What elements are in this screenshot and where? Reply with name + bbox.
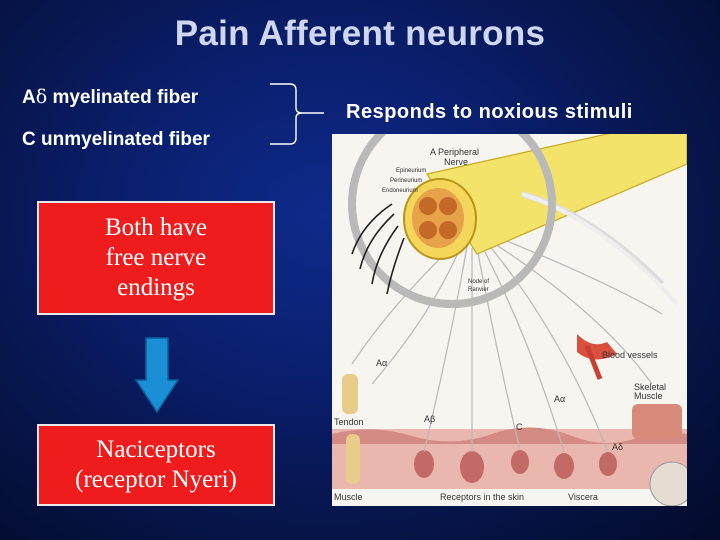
free-nerve-endings-box: Both have free nerve endings — [37, 201, 275, 315]
skeletal-muscle — [632, 404, 682, 439]
fig-perineurium: Perineurium — [390, 178, 422, 184]
nerve-illustration: A Peripheral Nerve Epineurium Perineuriu… — [332, 134, 687, 506]
fig-epineurium: Epineurium — [396, 168, 426, 174]
fiber-a-rest: myelinated fiber — [47, 87, 199, 108]
fig-endoneurium: Endoneurium — [382, 188, 418, 194]
nociceptors-box: Naciceptors (receptor Nyeri) — [37, 424, 275, 506]
nerve-fibers — [351, 238, 663, 453]
tendon-shape — [342, 374, 358, 414]
fig-muscle: Muscle — [334, 492, 363, 502]
magnifier-ring — [348, 134, 556, 308]
fig-a-alpha-1: Aα — [376, 358, 387, 368]
receptor-bumps — [414, 450, 617, 483]
fiber-a-symbol: δ — [35, 86, 48, 108]
down-arrow-icon — [134, 337, 180, 414]
box2-line2: (receptor Nyeri) — [75, 466, 237, 493]
box2-line1: Naciceptors — [96, 436, 216, 463]
viscera-shape — [649, 461, 687, 506]
box1-line3: endings — [117, 274, 195, 301]
responds-text: Responds to noxious stimuli — [346, 101, 633, 123]
fig-node-ranvier: Node of — [468, 279, 489, 285]
box1-line1: Both have — [104, 214, 208, 241]
fiber-c-label: C unmyelinated fiber — [22, 129, 210, 150]
fig-tendon: Tendon — [334, 417, 364, 427]
fig-node-ranvier2: Ranvier — [468, 287, 489, 293]
muscle-shape — [346, 434, 360, 484]
fiber-a-prefix: A — [22, 87, 36, 108]
fig-a-alpha-2: Aα — [554, 394, 565, 404]
fig-blood-vessels: Blood vessels — [602, 350, 658, 360]
fig-c-label: C — [516, 422, 523, 432]
fig-viscera: Viscera — [568, 492, 598, 502]
fig-peripheral-nerve2: Nerve — [444, 157, 468, 167]
blood-vessel — [577, 334, 617, 360]
box1-line2: free nerve — [105, 244, 207, 271]
brace-icon — [270, 83, 324, 145]
fig-a-delta: Aδ — [612, 442, 623, 452]
fig-receptors-skin: Receptors in the skin — [440, 492, 524, 502]
fig-skeletal2: Muscle — [634, 391, 663, 401]
fig-a-beta: Aβ — [424, 414, 435, 424]
fig-peripheral-nerve: A Peripheral — [430, 147, 479, 157]
fiber-a-delta-label: Aδ myelinated fiber — [22, 86, 198, 109]
fig-skeletal: Skeletal — [634, 382, 666, 392]
slide-title: Pain Afferent neurons — [174, 14, 546, 53]
